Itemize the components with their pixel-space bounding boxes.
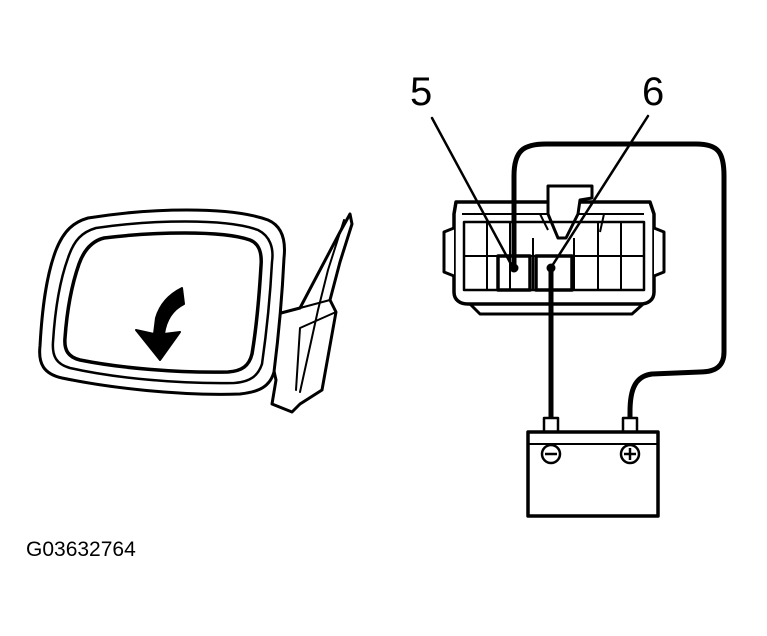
terminal-5-label: 5 bbox=[410, 70, 433, 114]
wiring bbox=[430, 114, 727, 425]
battery-icon bbox=[526, 416, 660, 518]
terminal-6-label: 6 bbox=[642, 70, 665, 114]
mirror-icon bbox=[38, 208, 354, 414]
battery-negative-terminal bbox=[540, 443, 562, 465]
figure-id-caption: G03632764 bbox=[26, 538, 136, 561]
battery-positive-terminal bbox=[619, 443, 641, 465]
tilt-down-arrow-icon bbox=[135, 287, 185, 361]
connector-icon bbox=[442, 184, 666, 316]
